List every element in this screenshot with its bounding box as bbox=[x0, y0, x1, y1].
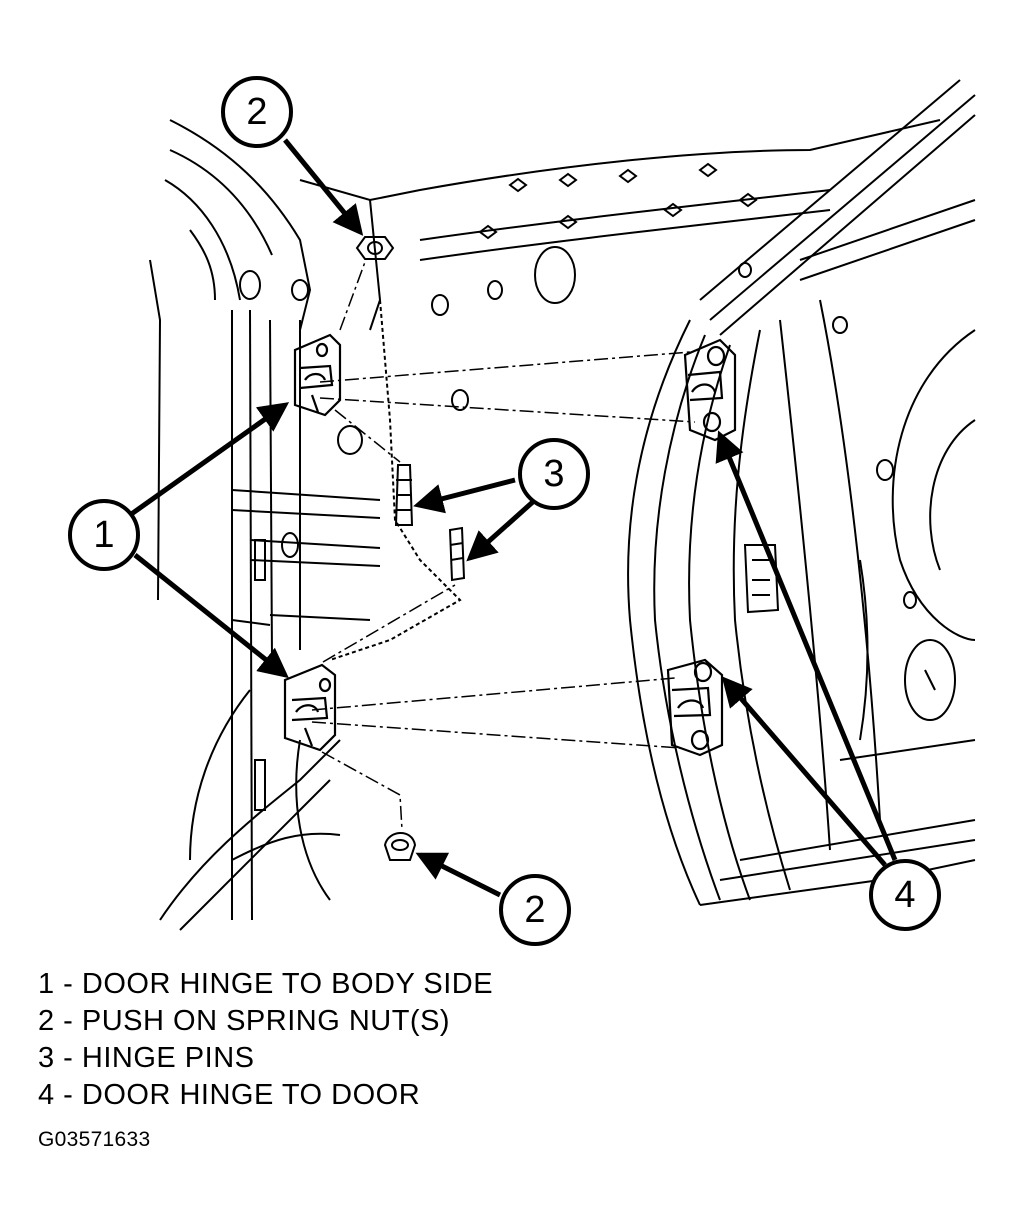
door-hinge-diagram: 1 2 3 2 4 bbox=[68, 76, 976, 946]
lower-door-hinge bbox=[666, 658, 724, 757]
arrow-1-upper bbox=[128, 402, 290, 518]
arrow-3-left bbox=[413, 477, 516, 514]
figure-id: G03571633 bbox=[38, 1128, 151, 1151]
lower-spring-nut bbox=[383, 832, 417, 861]
arrow-2-top bbox=[283, 138, 364, 236]
door-structure bbox=[627, 79, 976, 906]
arrow-3-right bbox=[466, 498, 537, 562]
callout-2-bottom: 2 bbox=[499, 874, 571, 946]
arrow-4-lower bbox=[721, 676, 887, 867]
callout-4: 4 bbox=[869, 859, 941, 931]
upper-door-hinge bbox=[683, 338, 737, 442]
upper-body-hinge bbox=[293, 333, 342, 417]
alignment-lines bbox=[311, 261, 696, 831]
callout-1: 1 bbox=[68, 499, 140, 571]
callout-4-label: 4 bbox=[894, 874, 915, 916]
body-side-structure bbox=[149, 119, 941, 931]
upper-spring-nut bbox=[355, 236, 395, 260]
callout-2-bottom-label: 2 bbox=[524, 889, 545, 931]
callout-2-top: 2 bbox=[221, 76, 293, 148]
callout-3-label: 3 bbox=[543, 453, 564, 495]
legend-item-1: 1 - DOOR HINGE TO BODY SIDE bbox=[38, 968, 494, 1000]
legend: 1 - DOOR HINGE TO BODY SIDE 2 - PUSH ON … bbox=[38, 966, 493, 1114]
legend-item-4: 4 - DOOR HINGE TO DOOR bbox=[38, 1079, 421, 1111]
lower-body-hinge bbox=[283, 663, 337, 752]
arrow-4-upper bbox=[715, 430, 898, 861]
legend-item-2: 2 - PUSH ON SPRING NUT(S) bbox=[38, 1005, 451, 1037]
callout-1-label: 1 bbox=[93, 514, 114, 556]
arrow-1-lower bbox=[133, 553, 289, 679]
callout-2-top-label: 2 bbox=[246, 91, 267, 133]
callout-3: 3 bbox=[518, 438, 590, 510]
hinge-pins bbox=[394, 464, 466, 582]
legend-item-3: 3 - HINGE PINS bbox=[38, 1042, 255, 1074]
arrow-2-bottom bbox=[415, 852, 502, 898]
callout-arrows bbox=[128, 138, 898, 898]
